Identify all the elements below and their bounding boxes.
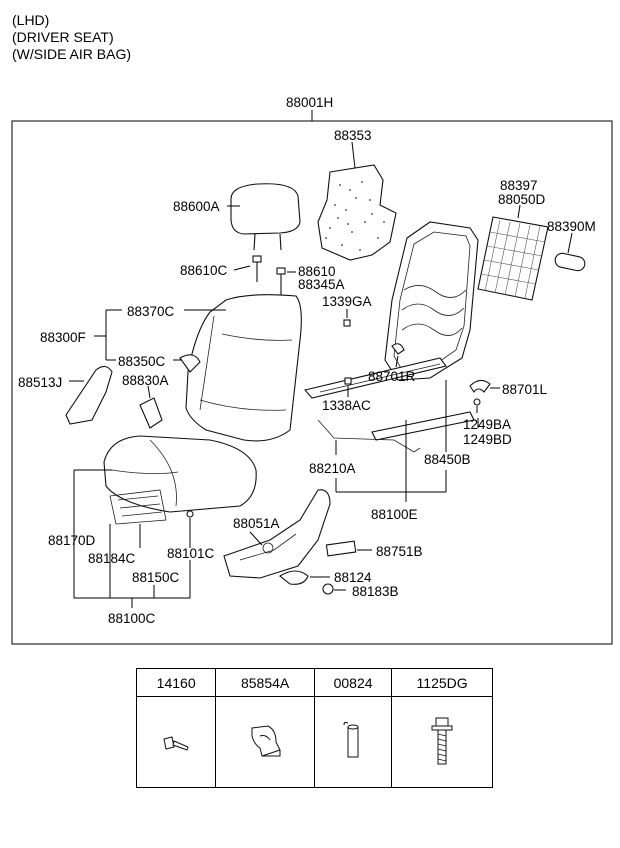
pin-icon (313, 696, 393, 788)
label-88450B: 88450B (424, 452, 471, 467)
spring-88701L (469, 379, 500, 393)
back-frame-88450B (303, 221, 479, 452)
guide-88610C (233, 255, 262, 282)
label-88184C: 88184C (88, 551, 136, 566)
back-pad-88353 (317, 141, 397, 261)
label-88353: 88353 (334, 128, 372, 143)
handle-88751B (325, 540, 372, 557)
header-driver-seat: (DRIVER SEAT) (12, 29, 114, 45)
label-1249BA: 1249BA (463, 417, 512, 432)
label-88830A: 88830A (122, 373, 169, 388)
label-88050D: 88050D (498, 192, 546, 207)
fastener-legend-table: 14160 85854A 00824 1125DG (135, 668, 493, 788)
label-88397: 88397 (500, 178, 538, 193)
label-88100C: 88100C (108, 611, 156, 626)
label-88150C: 88150C (132, 570, 180, 585)
buckle-88830A (139, 385, 163, 429)
spring-88701R (391, 343, 405, 368)
label-88345A: 88345A (298, 277, 345, 292)
headrest-88600A (227, 183, 301, 251)
legend-code-14160: 14160 (135, 668, 217, 697)
clip-icon (215, 696, 315, 788)
shield-88051A (223, 489, 331, 579)
label-1338AC: 1338AC (322, 398, 371, 413)
label-88610C: 88610C (180, 263, 228, 278)
label-88101C: 88101C (167, 546, 215, 561)
label-88390M: 88390M (547, 219, 596, 234)
label-88100E: 88100E (371, 507, 418, 522)
guide-88610 (276, 267, 296, 296)
label-88170D: 88170D (48, 533, 96, 548)
label-88350C: 88350C (118, 354, 166, 369)
label-88183B: 88183B (352, 584, 399, 599)
legend-code-00824: 00824 (313, 668, 393, 697)
label-88124: 88124 (334, 570, 372, 585)
lumbar-mesh-88397 (477, 204, 549, 301)
bracket-88100E (335, 420, 447, 502)
label-88370C: 88370C (127, 304, 175, 319)
label-1339GA: 1339GA (322, 294, 372, 309)
label-1249BD: 1249BD (463, 432, 512, 447)
label-88610: 88610 (298, 264, 336, 279)
pan-88184C (109, 489, 167, 548)
label-88300F: 88300F (40, 330, 86, 345)
bolt-1249BA (473, 398, 481, 413)
label-88051A: 88051A (233, 516, 280, 531)
cap-88183B (322, 583, 346, 595)
knob-88124 (279, 570, 330, 585)
label-88210A: 88210A (309, 461, 356, 476)
legend-code-85854A: 85854A (215, 668, 315, 697)
wire-88210A (317, 419, 421, 455)
label-88701L: 88701L (502, 382, 548, 397)
cover-88513J (65, 365, 113, 425)
label-88701R: 88701R (368, 369, 416, 384)
bolt-1339GA (343, 309, 351, 327)
flange-bolt-icon (391, 696, 493, 788)
header-side-airbag: (W/SIDE AIR BAG) (12, 46, 132, 62)
bracket-88100C (73, 470, 191, 608)
label-88751B: 88751B (376, 544, 423, 559)
cushion-88170D (74, 435, 257, 513)
lumbar-knob-88390M (554, 232, 586, 272)
header-lhd: (LHD) (12, 12, 50, 28)
bolt-88101C (186, 510, 194, 548)
bracket-88300F (94, 309, 122, 361)
legend-code-1125DG: 1125DG (391, 668, 493, 697)
label-88513J: 88513J (18, 375, 63, 390)
bolt-icon (135, 696, 217, 788)
airbag-88350C (173, 354, 201, 373)
label-88001H: 88001H (286, 95, 334, 110)
bolt-1338AC (344, 377, 352, 397)
label-88600A: 88600A (173, 199, 220, 214)
back-cover-88370C (184, 294, 302, 442)
